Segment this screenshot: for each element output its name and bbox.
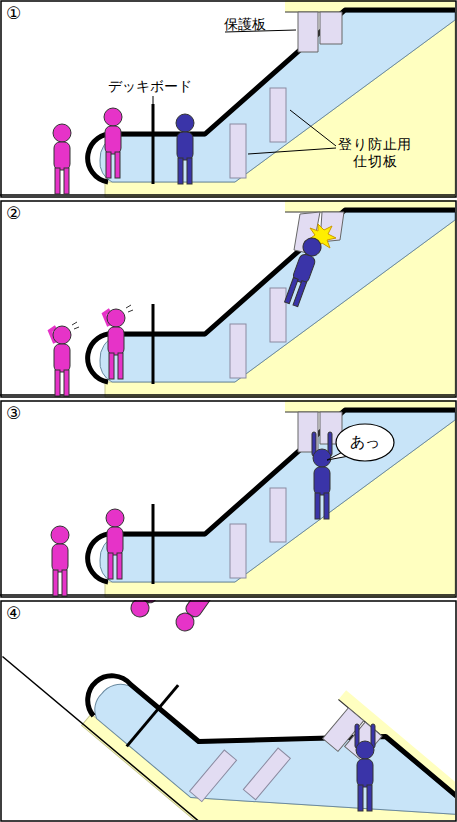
panel-number: ① (6, 3, 21, 23)
panel-number: ② (6, 203, 21, 223)
panel-number: ③ (6, 403, 21, 423)
panel-number: ④ (6, 603, 21, 623)
part-name: 保護板 (224, 16, 266, 33)
speech-bubble: あっ (335, 423, 395, 462)
part-name: 登り防止用 仕切板 (336, 136, 414, 170)
part-name: デッキボード (108, 78, 192, 95)
bubble-text: あっ (335, 433, 395, 452)
